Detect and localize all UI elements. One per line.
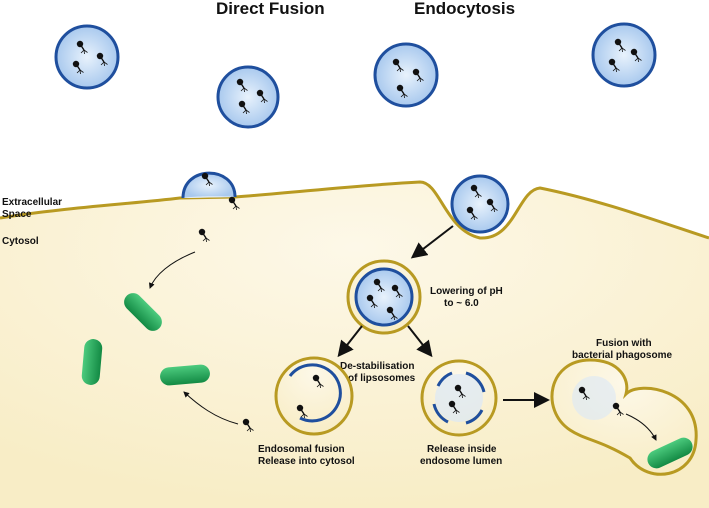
arrow-phage-to-bacterium (148, 251, 196, 289)
label-extracellular: Extracellular (2, 197, 62, 208)
arrow-escape-to-bacterium (183, 391, 239, 425)
label-endo-1: Endosomal fusion (258, 444, 345, 455)
arrow-phagosome-to-bacterium (625, 413, 657, 441)
arrow-to-fusion (337, 325, 363, 358)
phagosome-fusion (550, 358, 698, 476)
label-space: Space (2, 209, 32, 220)
bacterium-2 (81, 339, 103, 385)
liposome-4 (591, 22, 657, 88)
label-destab-1: De-stabilisation (340, 361, 414, 372)
bacterium-4 (647, 437, 693, 469)
endosomal-fusion (274, 356, 354, 436)
bacterium-1 (124, 293, 162, 331)
label-ph-2: to ~ 6.0 (444, 298, 479, 309)
endocytosing-liposome (450, 174, 510, 234)
endosome (346, 259, 422, 335)
fusing-liposome (181, 171, 241, 211)
label-endo-2: Release into cytosol (258, 456, 355, 467)
label-ph-1: Lowering of pH (430, 286, 503, 297)
liposome-2 (216, 65, 280, 129)
cell-membrane (0, 180, 709, 240)
label-lumen-1: Release inside (427, 444, 497, 455)
cytosol-region (0, 182, 709, 508)
title-direct-fusion: Direct Fusion (216, 0, 325, 18)
label-phago-2: bacterial phagosome (572, 350, 672, 361)
liposome-3 (373, 42, 439, 108)
arrow-to-endosome (410, 225, 454, 259)
title-endocytosis: Endocytosis (414, 0, 515, 18)
label-cytosol: Cytosol (2, 236, 39, 247)
lumen-release (420, 359, 498, 437)
bacterium-3 (160, 364, 210, 386)
label-lumen-2: endosome lumen (420, 456, 502, 467)
label-destab-2: of lipsosomes (348, 373, 416, 384)
label-phago-1: Fusion with (596, 338, 652, 349)
arrow-to-lumen (407, 325, 433, 358)
liposome-1 (54, 24, 120, 90)
